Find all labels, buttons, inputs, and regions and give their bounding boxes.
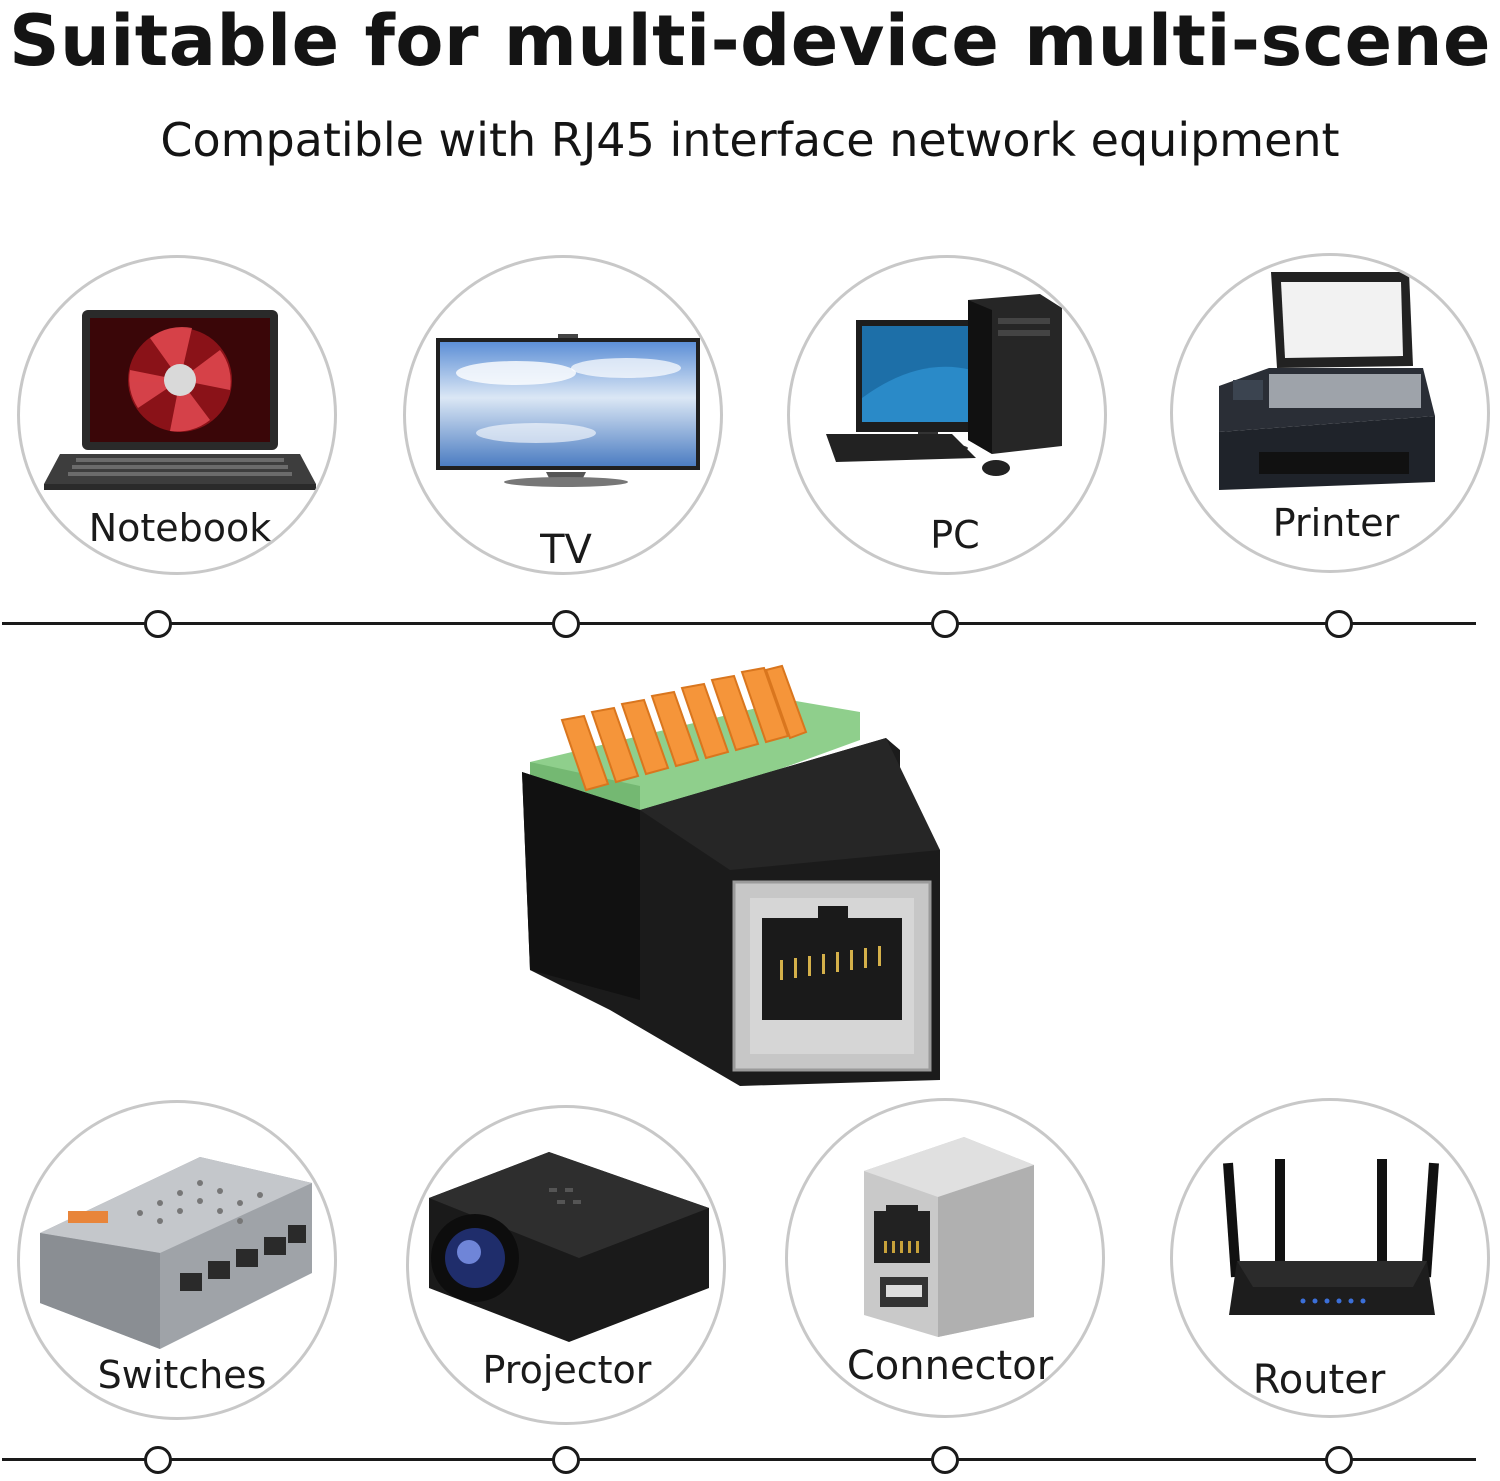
device-label: TV <box>539 527 592 573</box>
router-icon: Router <box>1223 1159 1439 1403</box>
rj45-connector-icon: Connector <box>847 1137 1054 1389</box>
printer-icon: Printer <box>1219 272 1435 545</box>
device-label: Printer <box>1273 501 1400 545</box>
device-circle-switches: Switches <box>17 1100 337 1420</box>
device-circle-printer: Printer <box>1170 253 1490 573</box>
timeline-node <box>552 1446 580 1474</box>
device-circle-pc: PC <box>787 255 1107 575</box>
rj45-terminal-adapter-image <box>522 664 940 1086</box>
page-title: Suitable for multi-device multi-scene <box>9 0 1491 82</box>
device-circle-router: Router <box>1170 1098 1490 1418</box>
device-circle-notebook: Notebook <box>17 255 337 575</box>
device-circle-tv: TV <box>403 255 723 575</box>
laptop-icon: Notebook <box>44 310 316 550</box>
device-label: Projector <box>483 1348 652 1392</box>
projector-icon: Projector <box>429 1152 709 1392</box>
tv-icon: TV <box>436 334 700 573</box>
timeline-node <box>144 610 172 638</box>
timeline-node <box>931 1446 959 1474</box>
device-circle-projector: Projector <box>406 1105 726 1425</box>
timeline-node <box>552 610 580 638</box>
timeline-node <box>1325 1446 1353 1474</box>
desktop-pc-icon: PC <box>826 294 1062 557</box>
timeline-top <box>2 622 1476 625</box>
timeline-node <box>931 610 959 638</box>
timeline-node <box>1325 610 1353 638</box>
device-label: Router <box>1253 1357 1386 1403</box>
timeline-bottom <box>2 1458 1476 1461</box>
device-circle-connector: Connector <box>785 1098 1105 1418</box>
page-subtitle: Compatible with RJ45 interface network e… <box>160 113 1340 167</box>
device-label: PC <box>930 513 979 557</box>
device-label: Connector <box>847 1343 1054 1389</box>
device-label: Switches <box>98 1353 267 1397</box>
network-switch-icon: Switches <box>40 1157 312 1397</box>
device-label: Notebook <box>89 506 272 550</box>
timeline-node <box>144 1446 172 1474</box>
